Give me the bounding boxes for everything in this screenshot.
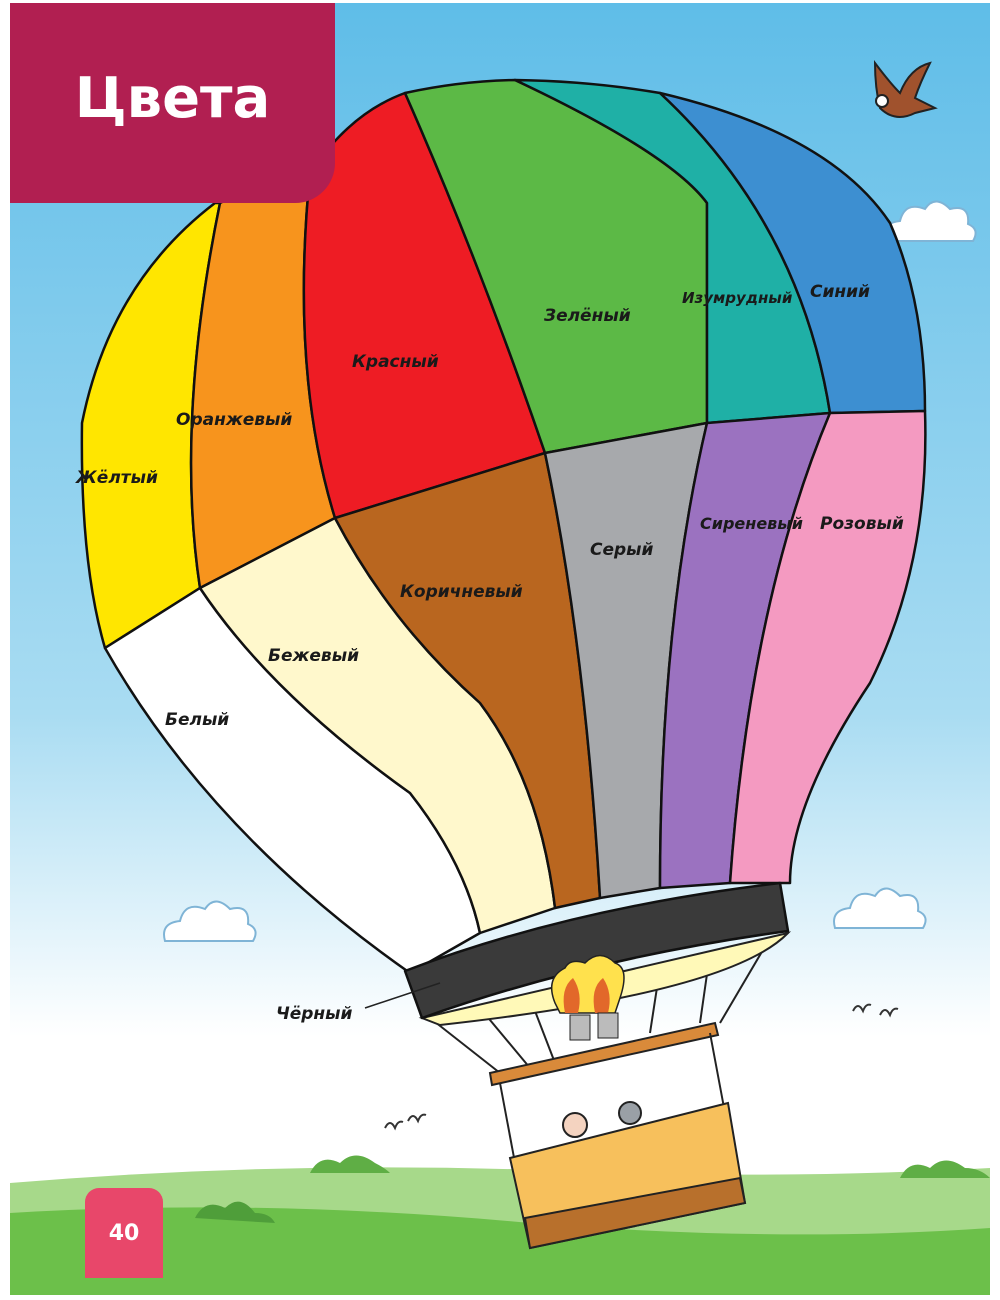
basket xyxy=(488,1021,747,1250)
label-green: Зелёный xyxy=(543,306,631,326)
page-number-badge: 40 xyxy=(85,1188,163,1278)
title-banner: Цвета xyxy=(10,3,335,203)
label-red: Красный xyxy=(352,352,439,372)
bush xyxy=(310,1155,390,1173)
page-title: Цвета xyxy=(74,65,271,131)
label-yellow: Жёлтый xyxy=(75,468,158,488)
bird-icon xyxy=(873,59,938,118)
person-head xyxy=(562,1112,588,1138)
balloon-illustration: Жёлтый Оранжевый Красный Зелёный Изумруд… xyxy=(10,3,990,1295)
label-emerald: Изумрудный xyxy=(682,289,793,307)
label-lilac: Сиреневый xyxy=(700,514,803,533)
label-pink: Розовый xyxy=(820,514,904,534)
bush xyxy=(195,1201,275,1223)
label-brown: Коричневый xyxy=(400,582,523,602)
label-orange: Оранжевый xyxy=(176,410,292,430)
panel-black-band xyxy=(403,881,790,1020)
page-number: 40 xyxy=(108,1220,140,1246)
label-black: Чёрный xyxy=(276,1004,353,1024)
cloud-icon xyxy=(163,200,977,942)
cat-head xyxy=(618,1101,642,1125)
book-page: Жёлтый Оранжевый Красный Зелёный Изумруд… xyxy=(10,3,990,1295)
hill-front xyxy=(10,1207,990,1295)
pointer-line xyxy=(364,982,441,1009)
burner-flame-icon xyxy=(550,954,625,1041)
label-gray: Серый xyxy=(590,540,654,560)
label-blue: Синий xyxy=(810,282,870,302)
panel-pink xyxy=(728,409,927,885)
label-beige: Бежевый xyxy=(268,646,359,666)
panel-blue xyxy=(658,91,927,415)
small-birds-icon xyxy=(384,1003,899,1131)
label-white: Белый xyxy=(165,710,229,730)
bush xyxy=(900,1160,990,1178)
